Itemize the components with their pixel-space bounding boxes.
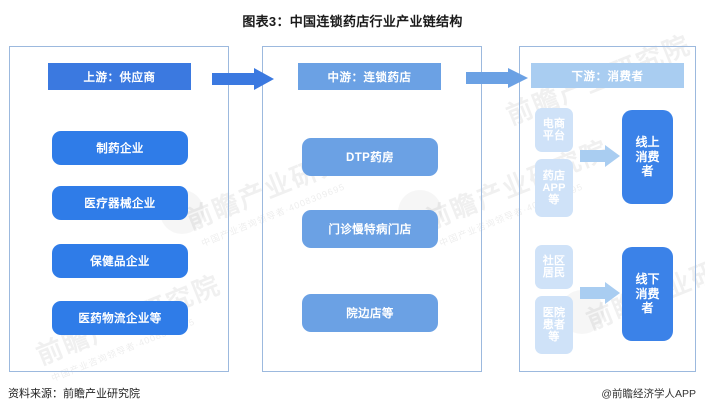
downstream-source-box: 社区居民 <box>535 245 573 289</box>
downstream-consumer-box: 线上消费者 <box>622 110 673 204</box>
upstream-item-box: 医药物流企业等 <box>52 301 188 335</box>
arrow-right-icon-midstream-to-downstream <box>466 68 528 88</box>
upstream-item-box: 保健品企业 <box>52 244 188 278</box>
upstream-column-frame <box>9 46 229 372</box>
arrow-right-icon-online-sources <box>580 145 620 167</box>
midstream-item-box: DTP药房 <box>302 138 438 176</box>
downstream-source-box: 医院患者等 <box>535 296 573 354</box>
downstream-header: 下游：消费者 <box>531 63 684 88</box>
upstream-item-box: 制药企业 <box>52 131 188 165</box>
downstream-source-box: 电商平台 <box>535 108 573 152</box>
downstream-consumer-box: 线下消费者 <box>622 247 673 341</box>
midstream-column-frame <box>262 46 482 372</box>
arrow-right-icon-upstream-to-midstream <box>212 68 274 90</box>
upstream-header: 上游：供应商 <box>48 63 191 90</box>
source-note: 资料来源：前瞻产业研究院 <box>8 388 140 400</box>
arrow-right-icon-offline-sources <box>580 282 620 304</box>
page-title: 图表3：中国连锁药店行业产业链结构 <box>242 14 463 29</box>
midstream-item-box: 门诊慢特病门店 <box>302 210 438 248</box>
midstream-item-box: 院边店等 <box>302 294 438 332</box>
downstream-column-frame <box>519 46 696 372</box>
upstream-item-box: 医疗器械企业 <box>52 186 188 220</box>
midstream-header: 中游：连锁药店 <box>298 63 441 90</box>
attribution-note: @前瞻经济学人APP <box>601 388 696 400</box>
